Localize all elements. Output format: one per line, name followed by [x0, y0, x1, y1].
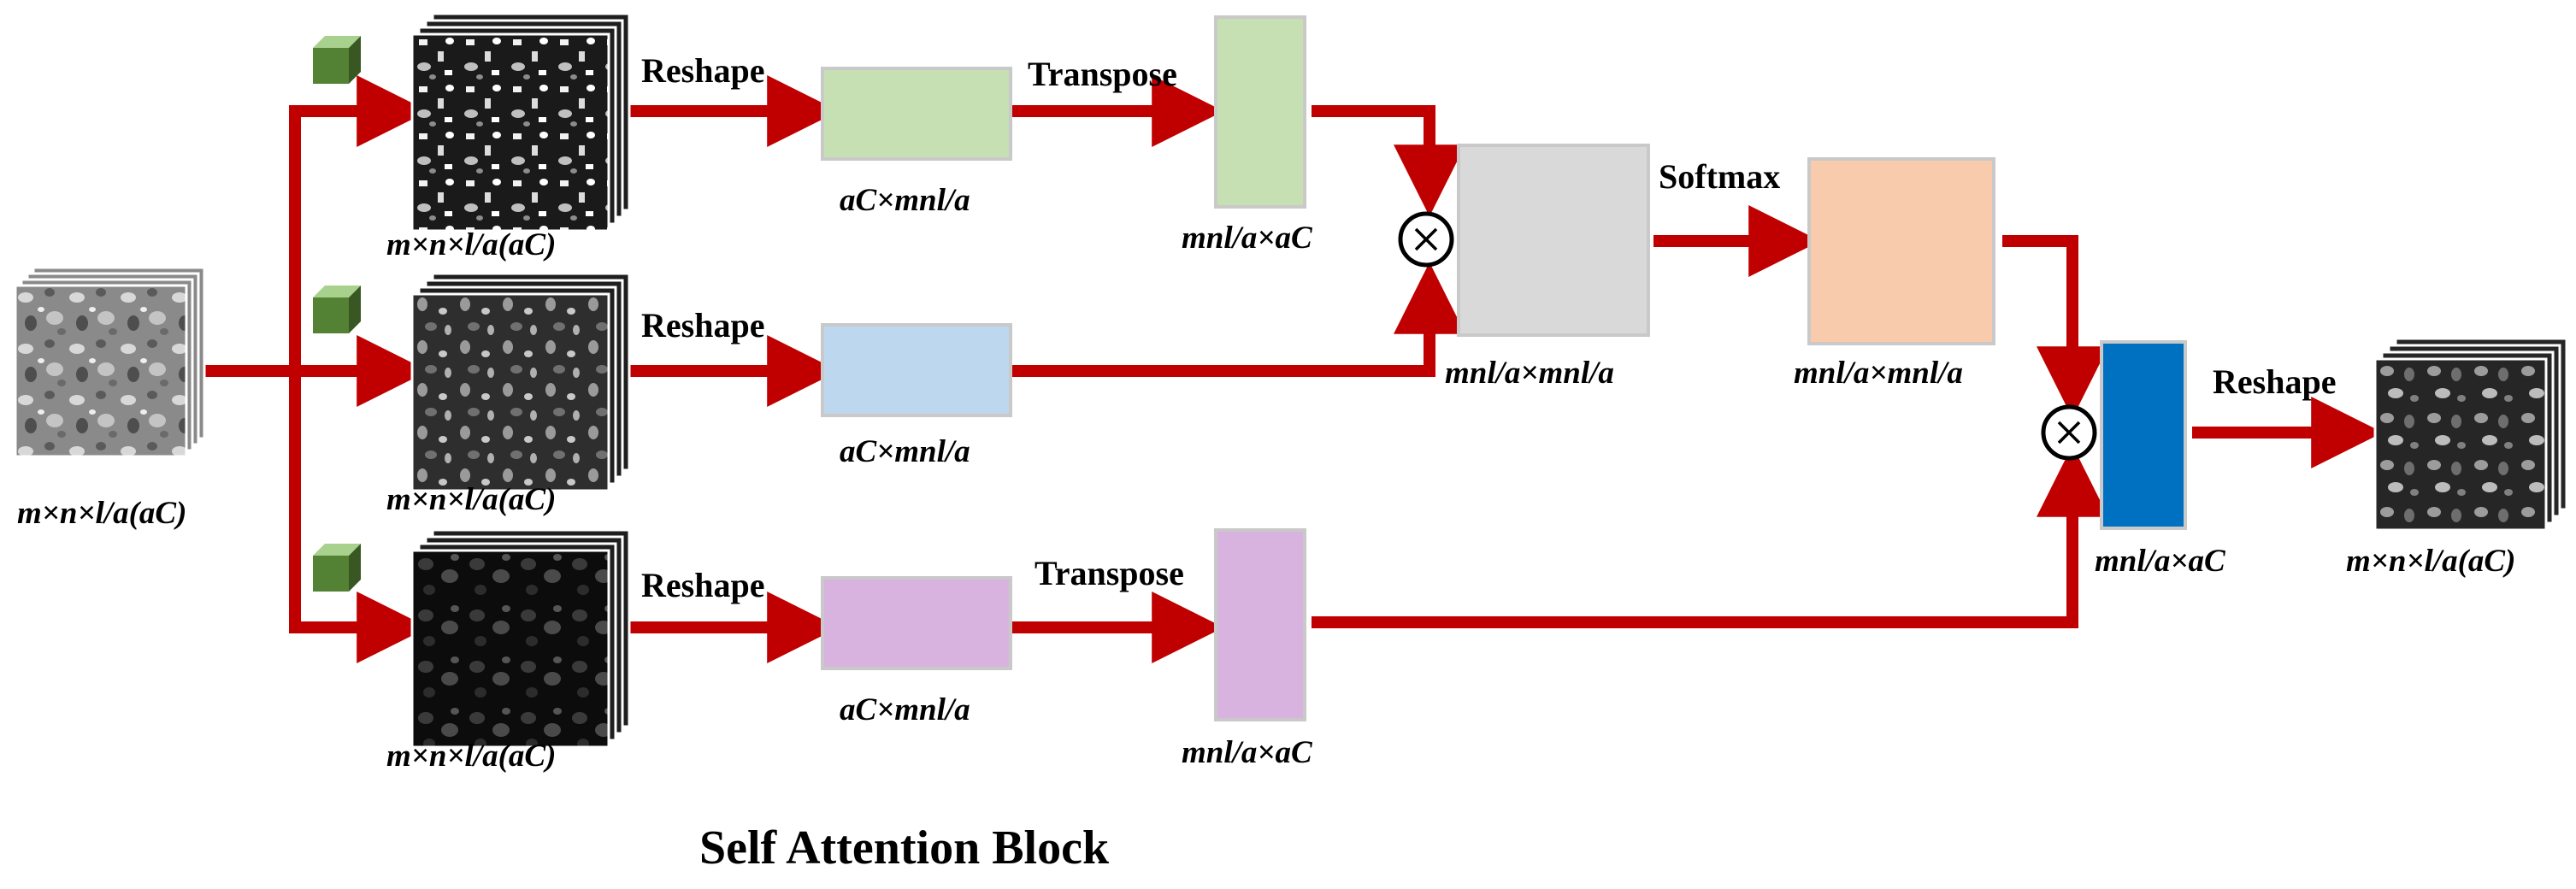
transposed-block-bot: [1214, 528, 1306, 721]
conv-cube-icon: [313, 544, 361, 592]
top-to-multiply-arrow: [1312, 105, 1465, 217]
op-label-softmax: Softmax: [1659, 157, 1780, 196]
reshaped-block-top: [821, 67, 1012, 161]
op-label-reshape-out: Reshape: [2213, 362, 2336, 401]
feature-map-top: [410, 12, 631, 233]
input-feature-map: [14, 266, 206, 458]
op-label-reshape-mid: Reshape: [641, 306, 764, 344]
multiply-icon: [1398, 211, 1454, 268]
dim-label-transposed-top: mnl/a×aC: [1182, 221, 1313, 256]
conv-cube-icon: [313, 286, 361, 333]
softmax-to-multiply-arrow: [2002, 235, 2108, 419]
dim-label-weighted: mnl/a×aC: [2095, 544, 2226, 579]
reshaped-block-bot: [821, 576, 1012, 670]
dim-label-reshaped-bot: aC×mnl/a: [840, 692, 970, 727]
dim-label-reshaped-mid: aC×mnl/a: [840, 434, 970, 469]
bot-to-multiply-arrow: [1312, 444, 2108, 628]
reshaped-block-mid: [821, 323, 1012, 417]
diagram-title: Self Attention Block: [699, 821, 1110, 874]
softmax-map-block: [1807, 157, 1995, 345]
transposed-block-top: [1214, 15, 1306, 209]
connectors: [203, 75, 2384, 663]
dim-label-feat-mid: m×n×l/a(aC): [386, 482, 556, 517]
dim-label-feat-bot: m×n×l/a(aC): [386, 739, 556, 774]
dim-label-transposed-bot: mnl/a×aC: [1182, 735, 1313, 770]
dim-label-feat-top: m×n×l/a(aC): [386, 227, 556, 262]
output-feature-map: [2373, 337, 2568, 532]
op-label-transpose-bot: Transpose: [1035, 554, 1184, 592]
mid-to-multiply-arrow: [1011, 262, 1465, 377]
weighted-block: [2100, 340, 2187, 530]
feature-map-mid: [410, 272, 631, 492]
multiply-icon: [2041, 404, 2097, 461]
dim-label-output: m×n×l/a(aC): [2346, 544, 2515, 579]
op-label-reshape-top: Reshape: [641, 51, 764, 90]
attention-map-block: [1457, 144, 1650, 337]
feature-map-bot: [410, 528, 631, 749]
op-label-reshape-bot: Reshape: [641, 566, 764, 604]
op-label-transpose-top: Transpose: [1028, 55, 1177, 93]
dim-label-input: m×n×l/a(aC): [17, 496, 186, 531]
dim-label-attention-map: mnl/a×mnl/a: [1445, 356, 1614, 391]
dim-label-softmax-map: mnl/a×mnl/a: [1794, 356, 1963, 391]
conv-cube-icon: [313, 36, 361, 84]
dim-label-reshaped-top: aC×mnl/a: [840, 183, 970, 218]
